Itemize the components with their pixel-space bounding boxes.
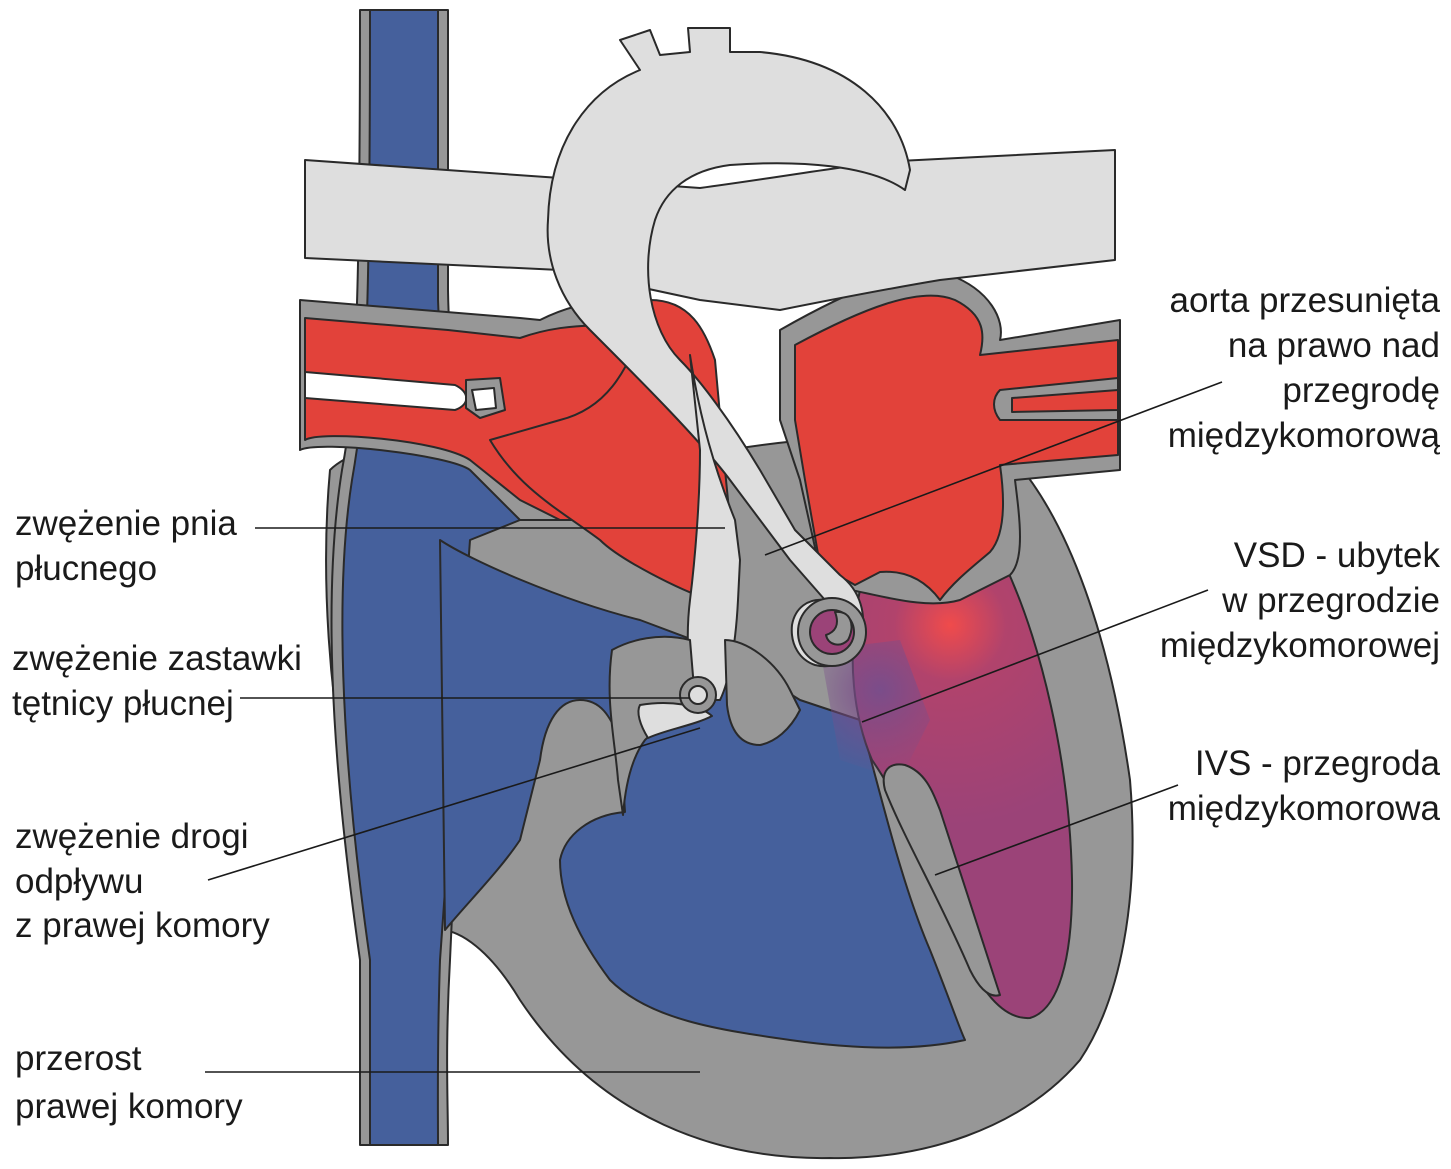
label-aorta: aorta przesunięta na prawo nad przegrodę… — [1168, 281, 1441, 455]
label-line: przegrodę — [1282, 371, 1440, 410]
label-line: zwężenie drogi — [15, 817, 248, 856]
label-line: IVS - przegroda — [1195, 744, 1441, 783]
label-outflow: zwężenie drogi odpływu z prawej komory — [15, 817, 270, 945]
label-line: prawej komory — [15, 1087, 243, 1126]
label-line: odpływu — [15, 862, 143, 901]
vessel-notch-left-inner — [472, 388, 496, 410]
label-line: międzykomorowa — [1168, 789, 1441, 828]
label-line: w przegrodzie — [1221, 581, 1440, 620]
label-line: zwężenie zastawki — [12, 639, 302, 678]
label-vsd: VSD - ubytek w przegrodzie międzykomorow… — [1160, 536, 1441, 665]
pulmonary-valve-opening — [689, 686, 707, 704]
label-line: międzykomorowej — [1160, 626, 1440, 665]
label-line: zwężenie pnia — [15, 504, 237, 543]
label-hypertrophy: przerost prawej komory — [15, 1039, 243, 1126]
label-line: płucnego — [15, 549, 157, 588]
label-line: tętnicy płucnej — [12, 684, 234, 723]
label-line: na prawo nad — [1228, 326, 1440, 365]
label-pulmonary-trunk: zwężenie pnia płucnego — [15, 504, 237, 588]
label-line: aorta przesunięta — [1170, 281, 1441, 320]
label-line: międzykomorową — [1168, 416, 1441, 455]
label-ivs: IVS - przegroda międzykomorowa — [1168, 744, 1441, 828]
label-pulmonary-valve: zwężenie zastawki tętnicy płucnej — [12, 639, 302, 723]
label-line: VSD - ubytek — [1234, 536, 1441, 575]
label-line: z prawej komory — [15, 906, 270, 945]
label-line: przerost — [15, 1039, 142, 1078]
